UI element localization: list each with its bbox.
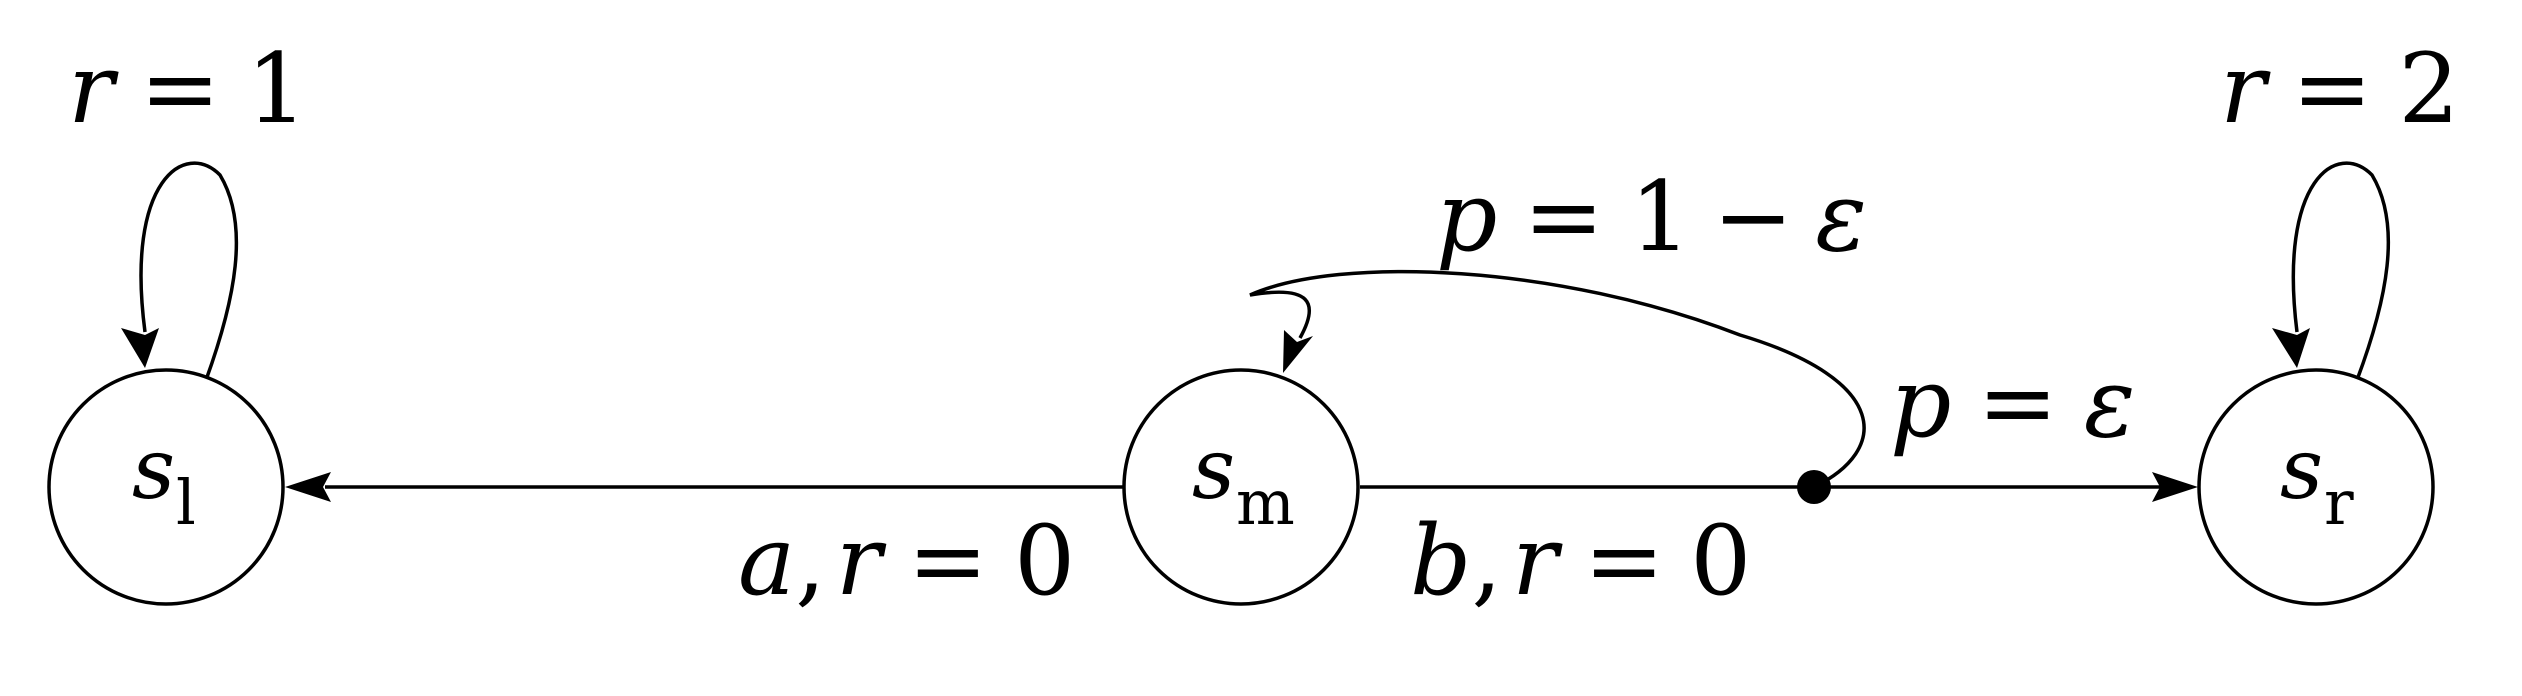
label-right-reward-var: r <box>2220 33 2271 145</box>
label-action-b-value: 0 <box>1690 505 1751 617</box>
state-left-subscript: l <box>176 466 196 539</box>
state-node-right: s r <box>2197 368 2435 606</box>
label-action-a-sep: , <box>795 505 826 617</box>
state-middle-subscript: m <box>1236 466 1295 539</box>
label-right-reward: r=2 <box>2220 33 2459 145</box>
label-return-value: 1 <box>1630 161 1691 273</box>
label-action-b-var: r <box>1512 505 1563 617</box>
label-to-right-op: = <box>1977 347 2057 459</box>
arrowhead-into-left-node <box>285 472 331 502</box>
label-action-a-action: a <box>738 505 795 617</box>
probabilistic-branch-dot <box>1797 470 1831 504</box>
arrowhead-left-self-loop <box>121 328 159 368</box>
label-action-b-action: b <box>1410 505 1471 617</box>
state-node-left: s l <box>47 368 285 606</box>
state-right-symbol: s <box>2280 420 2323 518</box>
label-to-right-var: p <box>1890 347 1951 459</box>
label-right-reward-value: 2 <box>2398 33 2459 145</box>
state-middle-symbol: s <box>1192 420 1235 518</box>
label-left-reward: r=1 <box>68 33 307 145</box>
label-action-a-op: = <box>908 505 988 617</box>
arrowhead-into-right-node <box>2152 472 2198 502</box>
label-left-reward-op: = <box>140 33 220 145</box>
label-left-reward-value: 1 <box>246 33 307 145</box>
label-to-right-probability: p=ε <box>1890 347 2135 459</box>
label-return-var: p <box>1436 161 1497 273</box>
left-self-loop <box>139 161 239 381</box>
label-action-b-op: = <box>1584 505 1664 617</box>
arrowhead-into-middle-node <box>1283 330 1313 373</box>
label-action-a-var: r <box>836 505 887 617</box>
label-action-b: b,r=0 <box>1410 505 1751 617</box>
state-node-middle: s m <box>1122 368 1360 606</box>
label-return-op: = <box>1523 161 1603 273</box>
label-action-a: a,r=0 <box>738 505 1075 617</box>
label-right-reward-op: = <box>2292 33 2372 145</box>
label-return-eps: ε <box>1815 161 1867 273</box>
state-left-symbol: s <box>132 420 175 518</box>
label-to-right-eps: ε <box>2084 347 2136 459</box>
arrowhead-right-self-loop <box>2272 328 2310 368</box>
state-right-subscript: r <box>2324 466 2354 539</box>
edge-branch-return-to-middle <box>1249 269 1866 489</box>
label-action-a-value: 0 <box>1014 505 1075 617</box>
right-self-loop <box>2291 161 2391 381</box>
label-left-reward-var: r <box>68 33 119 145</box>
label-action-b-sep: , <box>1471 505 1502 617</box>
label-return-probability: p=1−ε <box>1436 161 1867 273</box>
label-return-minus: − <box>1713 161 1793 273</box>
